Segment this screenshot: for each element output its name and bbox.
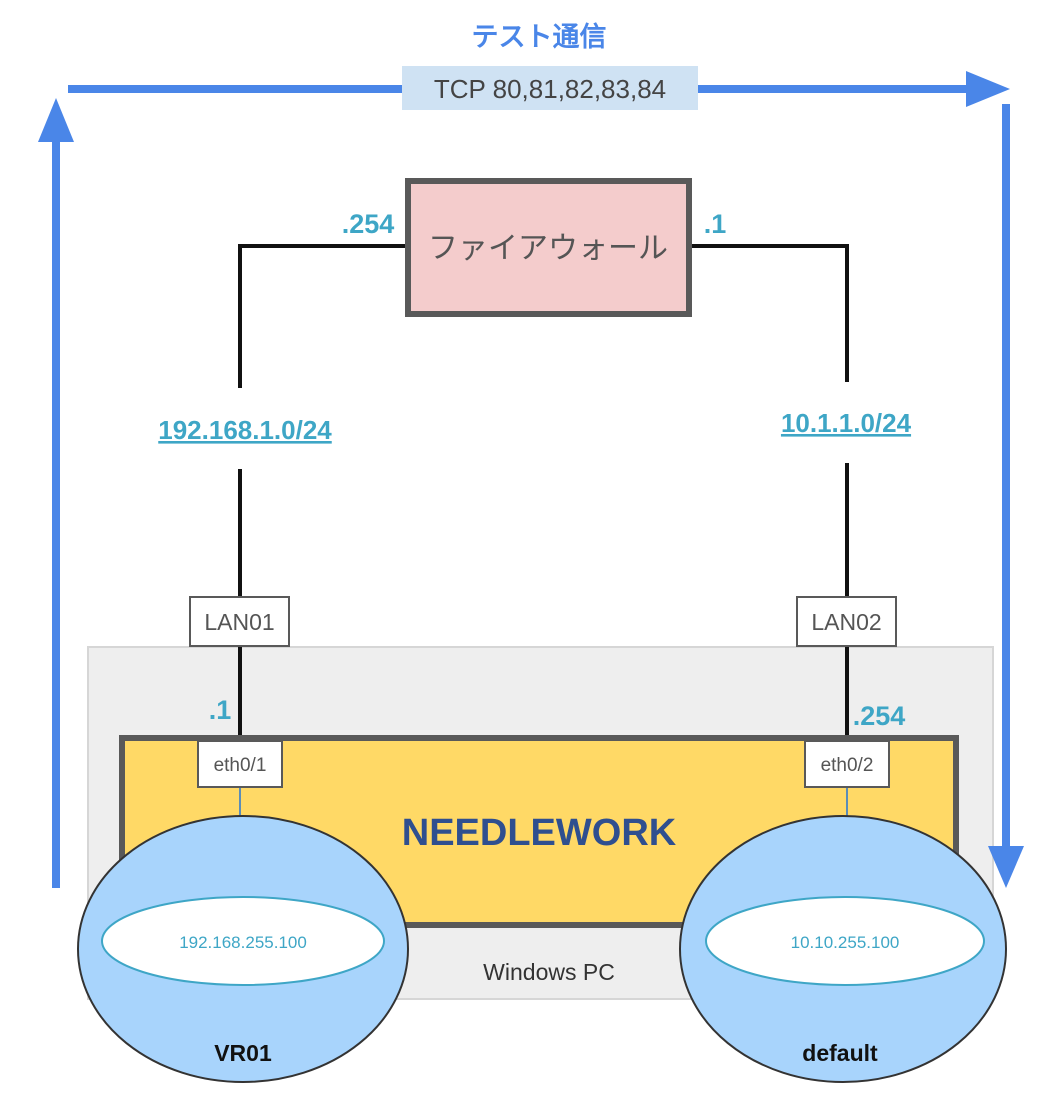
virtual-router-vr01: 192.168.255.100 VR01	[77, 815, 409, 1083]
eth-port-right-box	[804, 740, 890, 788]
internal-links	[239, 788, 848, 820]
firewall-left-ip: .254	[342, 209, 395, 239]
lan-port-left: LAN01	[204, 609, 274, 635]
default-ip: 10.10.255.100	[791, 933, 900, 952]
cable-left-upper	[238, 244, 410, 388]
needlework-right-ip: .254	[853, 701, 906, 731]
protocol-box	[402, 66, 698, 110]
vr01-ip-ring	[101, 896, 385, 986]
arrow-left-shaft	[52, 140, 60, 888]
lan-port-left-box	[189, 596, 290, 647]
arrow-down-head	[988, 846, 1024, 888]
firewall-right-ip: .1	[704, 209, 727, 239]
protocol-label: TCP 80,81,82,83,84	[434, 74, 666, 104]
lan-port-right-box	[796, 596, 897, 647]
diagram-title: テスト通信	[472, 22, 607, 53]
eth-port-right: eth0/2	[821, 755, 874, 776]
needlework-label: NEEDLEWORK	[402, 812, 677, 854]
needlework-left-ip: .1	[209, 695, 232, 725]
eth-port-left-box	[197, 740, 283, 788]
arrow-right-head	[966, 71, 1010, 107]
vr01-ip: 192.168.255.100	[179, 933, 307, 952]
eth-port-left: eth0/1	[214, 755, 267, 776]
arrow-up-head	[38, 98, 74, 142]
windows-pc-label: Windows PC	[483, 959, 615, 985]
virtual-router-default: 10.10.255.100 default	[679, 815, 1007, 1083]
default-ip-ring	[705, 896, 985, 986]
subnet-right: 10.1.1.0/24	[781, 408, 912, 438]
subnet-left: 192.168.1.0/24	[158, 415, 332, 445]
firewall-box	[405, 178, 692, 317]
default-name: default	[802, 1040, 878, 1066]
vr01-name: VR01	[214, 1040, 272, 1066]
cable-right-upper	[690, 244, 849, 382]
firewall-label: ファイアウォール	[428, 231, 668, 266]
arrow-right-shaft	[1002, 104, 1010, 850]
lan-port-right: LAN02	[811, 609, 881, 635]
network-cables	[238, 244, 849, 740]
